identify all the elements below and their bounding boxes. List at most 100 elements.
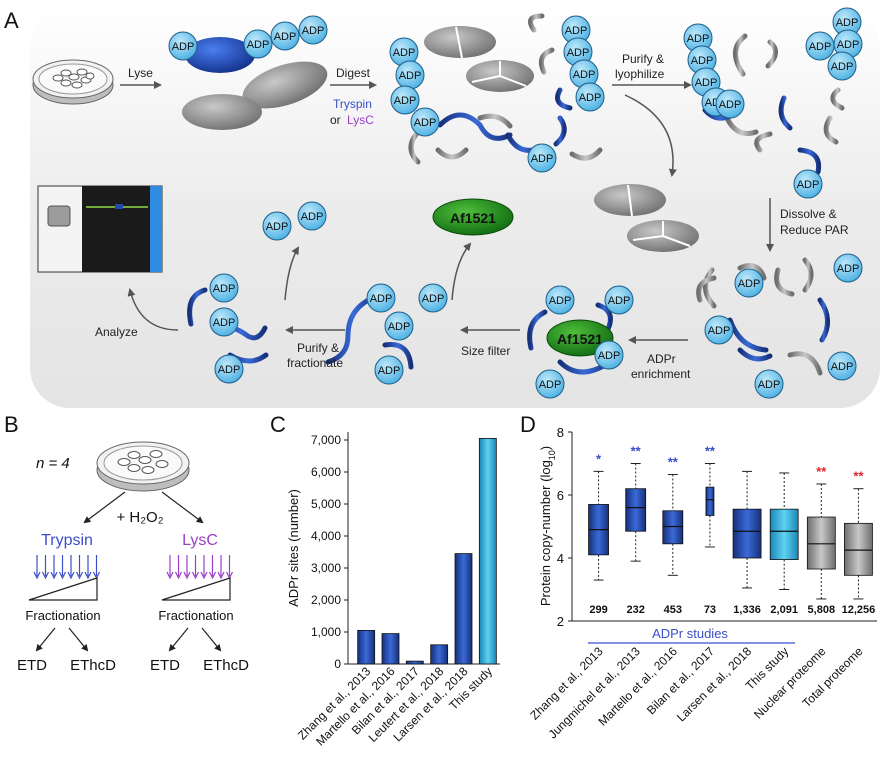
svg-text:ADP: ADP [388, 321, 411, 333]
adp-molecule: ADP [535, 369, 565, 399]
adp-molecule: ADP [594, 340, 624, 370]
panel-d-label: D [520, 412, 536, 437]
y-tick-label: 6,000 [311, 465, 341, 479]
adp-molecule: ADP [270, 21, 300, 51]
step-enrichment: enrichment [631, 367, 691, 381]
svg-text:Af1521: Af1521 [450, 210, 496, 226]
n-label: 73 [704, 604, 716, 616]
y-tick-label: 8 [557, 425, 564, 440]
y-tick-label: 6 [557, 488, 564, 503]
chart-adpr-sites: 01,0002,0003,0004,0005,0006,0007,000ADPr… [286, 432, 500, 749]
svg-text:ADP: ADP [274, 31, 297, 43]
step-tryspin: Tryspin [333, 97, 372, 111]
svg-text:ADP: ADP [378, 365, 401, 377]
svg-text:ADP: ADP [213, 283, 236, 295]
n-label: 232 [627, 604, 645, 616]
y-tick-label: 3,000 [311, 561, 341, 575]
replicates-label: n = 4 [36, 455, 70, 472]
svg-text:ADP: ADP [393, 47, 416, 59]
adp-molecule: ADP [243, 29, 273, 59]
y-tick-label: 1,000 [311, 625, 341, 639]
mass-spectrometer-icon [37, 185, 163, 273]
adp-molecule: ADP [527, 143, 557, 173]
enzyme-label: LysC [182, 532, 218, 549]
adp-molecule: ADP [410, 107, 440, 137]
adp-molecule: ADP [561, 15, 591, 45]
bar [405, 660, 424, 665]
adp-molecule: ADP [832, 7, 862, 37]
af1521-free: Af1521 [432, 198, 514, 236]
n-label: 5,808 [808, 604, 836, 616]
adp-molecule: ADP [754, 369, 784, 399]
adp-molecule: ADP [214, 354, 244, 384]
adp-molecule: ADP [827, 51, 857, 81]
y-tick-label: 5,000 [311, 497, 341, 511]
panel-c-label: C [270, 412, 286, 437]
lysate-proteins [182, 37, 328, 130]
method-label: EThcD [203, 657, 249, 674]
adp-molecule: ADP [374, 355, 404, 385]
svg-text:ADP: ADP [301, 211, 324, 223]
y-axis-label: Protein copy-number (log10) [538, 446, 557, 606]
arrow-analyze [127, 288, 179, 331]
y-tick-label: 2 [557, 614, 564, 629]
adp-molecule: ADP [715, 89, 745, 119]
adp-molecule: ADP [545, 285, 575, 315]
arrow-to-free-adp [284, 246, 300, 301]
svg-text:ADP: ADP [831, 61, 854, 73]
svg-text:ADP: ADP [837, 39, 860, 51]
adp-molecule: ADP [262, 211, 292, 241]
step-purify-1: Purify & [622, 52, 664, 66]
box-iqr [844, 522, 873, 576]
adp-molecule: ADP [418, 283, 448, 313]
box-iqr [662, 510, 684, 545]
svg-text:ADP: ADP [758, 379, 781, 391]
method-label: ETD [17, 657, 47, 674]
arrow-to-af1521 [451, 242, 472, 301]
svg-text:ADP: ADP [695, 77, 718, 89]
svg-text:ADP: ADP [567, 47, 590, 59]
fractionation-label: Fractionation [158, 608, 233, 623]
arrow-to-lysc [161, 491, 204, 524]
svg-text:ADP: ADP [809, 41, 832, 53]
n-label: 299 [589, 604, 607, 616]
svg-text:ADP: ADP [266, 221, 289, 233]
svg-text:ADP: ADP [608, 295, 631, 307]
step-or: or [330, 113, 341, 127]
panel-b-label: B [4, 412, 19, 437]
adp-molecule: ADP [298, 15, 328, 45]
cell-dish-icon [32, 59, 114, 105]
method-label: ETD [150, 657, 180, 674]
method-label: EThcD [70, 657, 116, 674]
fractionation-label: Fractionation [25, 608, 100, 623]
adp-molecule: ADP [569, 59, 599, 89]
step-reduce-par: Reduce PAR [780, 223, 849, 237]
svg-text:ADP: ADP [687, 33, 710, 45]
step-analyze: Analyze [95, 325, 138, 339]
box-iqr [732, 508, 762, 559]
svg-text:ADP: ADP [549, 295, 572, 307]
y-tick-label: 4 [557, 551, 564, 566]
svg-text:ADP: ADP [247, 39, 270, 51]
af1521-bead: Af1521 [546, 319, 614, 357]
svg-text:ADP: ADP [708, 325, 731, 337]
adp-molecule: ADP [827, 351, 857, 381]
step-lysc: LysC [347, 113, 374, 127]
adp-molecule: ADP [209, 307, 239, 337]
y-tick-label: 7,000 [311, 433, 341, 447]
significance-mark: ** [631, 444, 642, 459]
step-purify-2: Purify & [297, 341, 339, 355]
svg-text:ADP: ADP [394, 95, 417, 107]
svg-text:Af1521: Af1521 [557, 331, 603, 347]
bar [381, 633, 400, 665]
step-size-filter: Size filter [461, 344, 510, 358]
adp-molecule: ADP [168, 31, 198, 61]
